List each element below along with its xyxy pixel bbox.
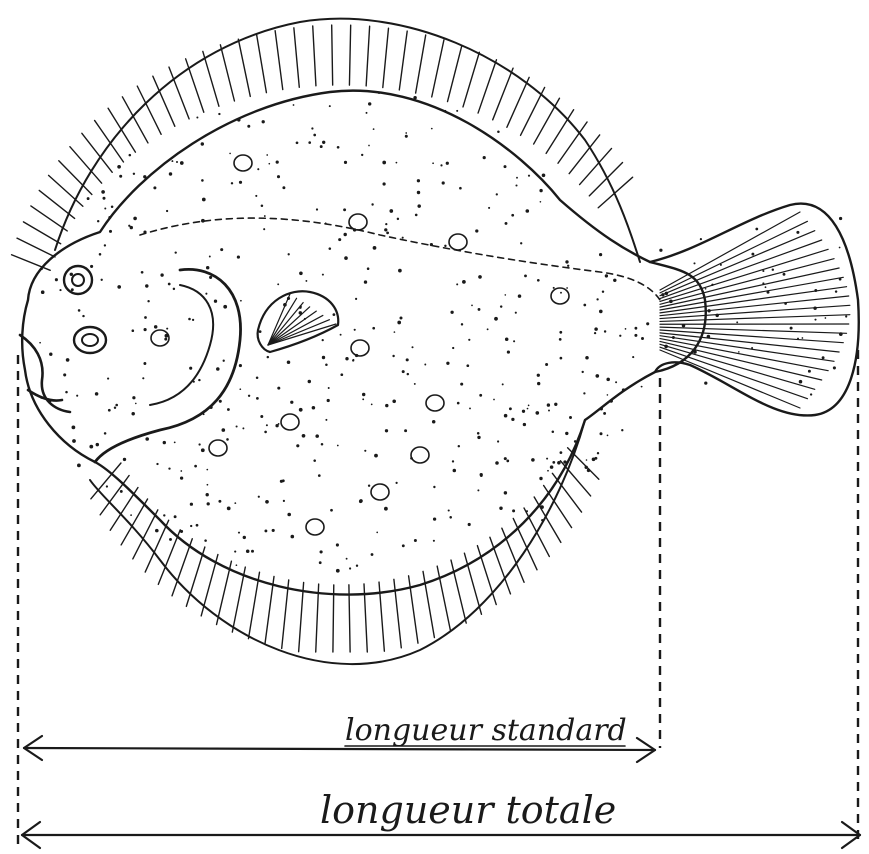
body-speckles (39, 91, 847, 573)
total-length-label: longueur totale (320, 788, 616, 832)
operculum (95, 269, 241, 462)
caudal-fin-rays (660, 212, 850, 408)
total-length-arrow: longueur totale (22, 788, 860, 848)
lower-eye-pupil (82, 334, 98, 346)
upper-eye (64, 266, 92, 294)
standard-arrow-shaft (24, 748, 655, 750)
measurement-guides (18, 350, 858, 845)
mouth (20, 335, 70, 412)
lower-eye (74, 327, 106, 353)
head (20, 266, 241, 462)
fin-outline (55, 19, 640, 664)
body-tubercles (151, 155, 569, 535)
pectoral-fin-rays (268, 294, 336, 345)
lateral-line (140, 218, 660, 300)
pectoral-fin (258, 291, 339, 352)
operculum-inner (150, 285, 213, 405)
standard-length-label: longueur standard (345, 713, 627, 748)
standard-length-arrow: longueur standard (24, 713, 655, 762)
upper-eye-pupil (72, 274, 84, 286)
